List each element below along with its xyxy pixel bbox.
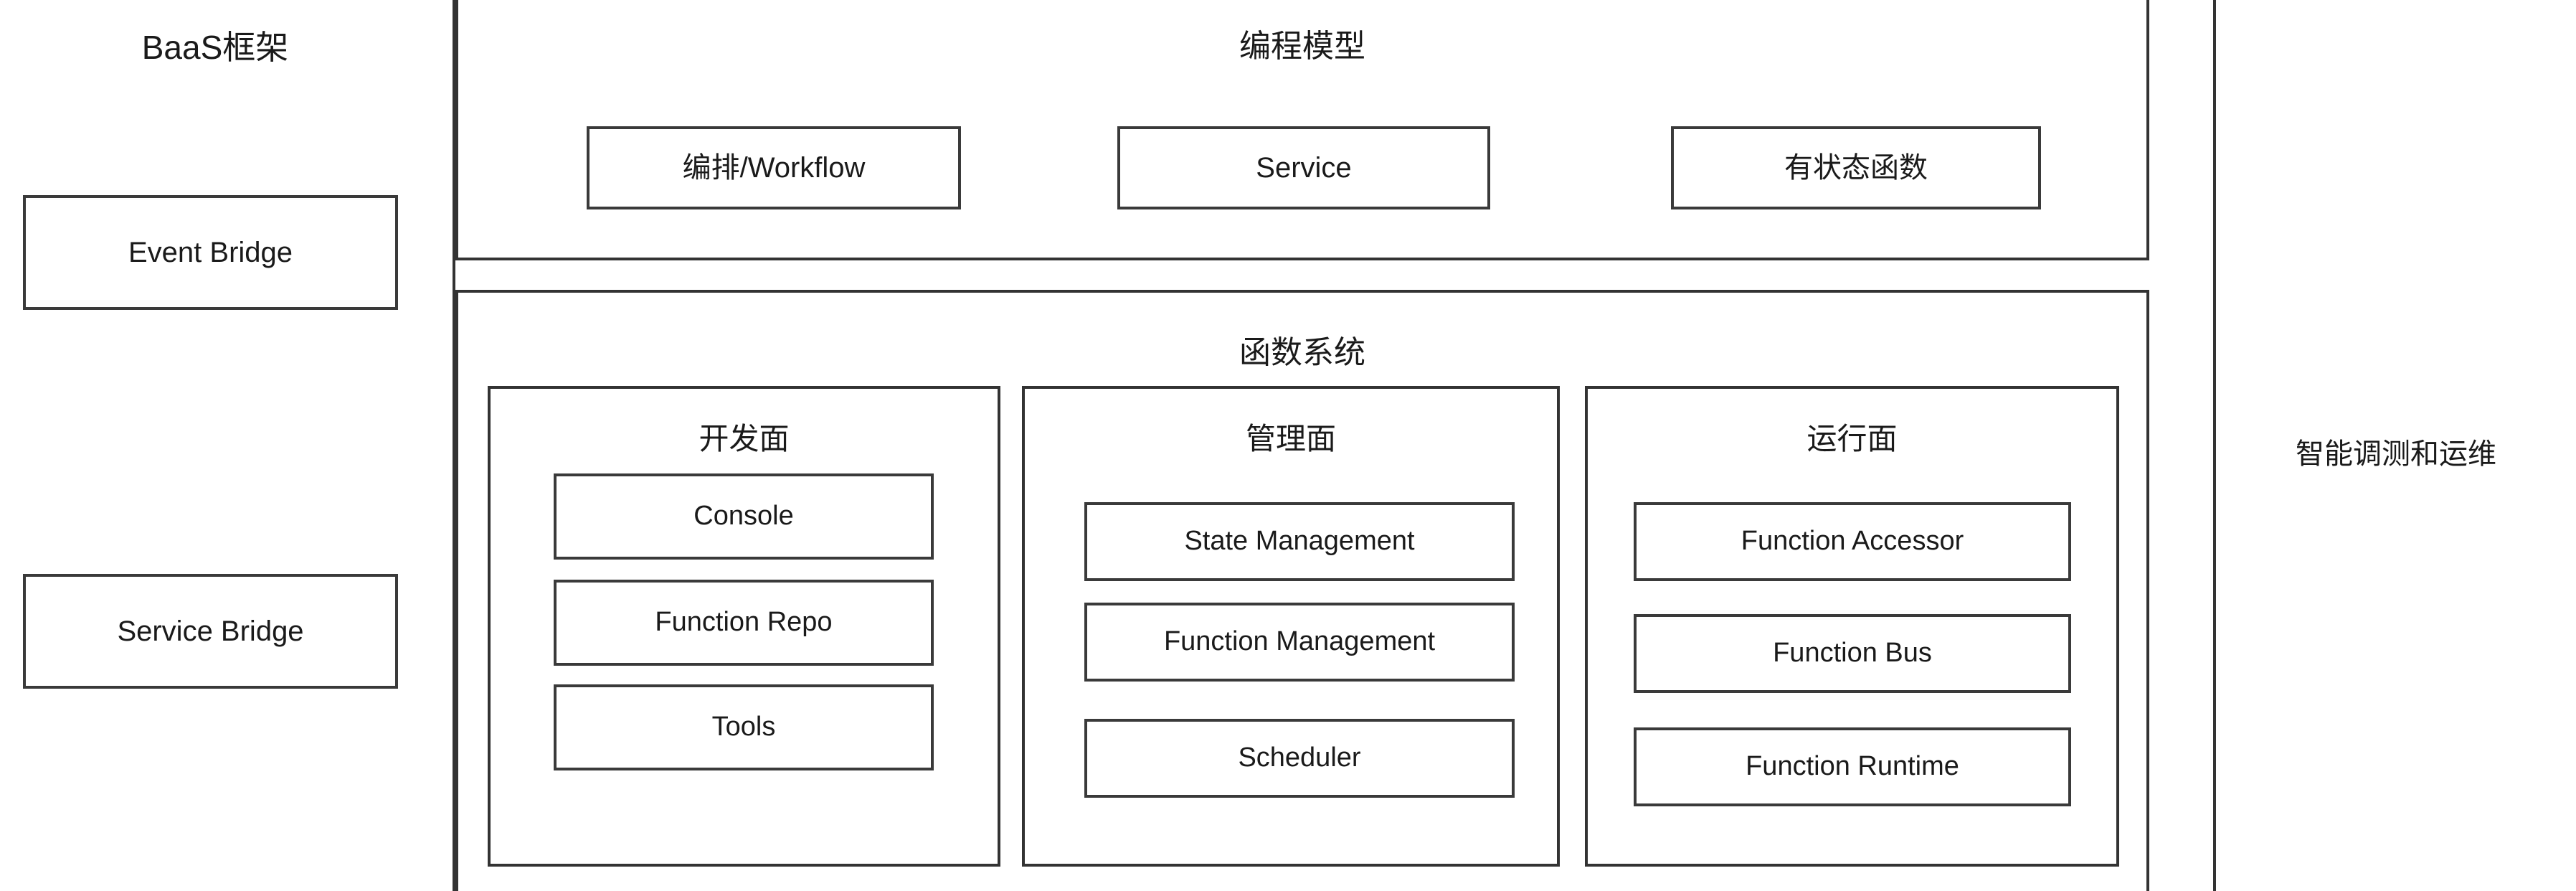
node-function-bus-label: Function Bus <box>1773 638 1932 669</box>
node-function-repo[interactable]: Function Repo <box>554 580 934 666</box>
baas-framework-panel <box>0 0 455 891</box>
node-state-management-label: State Management <box>1184 526 1415 557</box>
node-function-runtime-label: Function Runtime <box>1746 751 1959 782</box>
node-function-runtime[interactable]: Function Runtime <box>1634 727 2071 806</box>
node-scheduler[interactable]: Scheduler <box>1084 719 1515 798</box>
plane-runtime-title: 运行面 <box>1806 422 1898 456</box>
function-system-title: 函数系统 <box>1239 335 1365 370</box>
node-state-management[interactable]: State Management <box>1084 502 1515 581</box>
node-service[interactable]: Service <box>1117 126 1490 209</box>
node-console[interactable]: Console <box>554 473 934 560</box>
node-function-accessor-label: Function Accessor <box>1741 526 1964 557</box>
node-function-bus[interactable]: Function Bus <box>1634 614 2071 693</box>
intelligent-ops-title: 智能调测和运维 <box>2296 438 2496 470</box>
node-service-bridge-label: Service Bridge <box>117 616 304 647</box>
plane-management-title: 管理面 <box>1245 422 1336 456</box>
node-orchestration-workflow[interactable]: 编排/Workflow <box>587 126 961 209</box>
node-orchestration-workflow-label: 编排/Workflow <box>682 152 866 184</box>
plane-development-title: 开发面 <box>699 422 790 456</box>
programming-model-title: 编程模型 <box>1239 29 1365 64</box>
baas-framework-title: BaaS框架 <box>141 29 289 66</box>
node-service-bridge[interactable]: Service Bridge <box>23 574 398 689</box>
intelligent-ops-panel <box>2213 0 2576 891</box>
node-scheduler-label: Scheduler <box>1238 742 1361 773</box>
node-event-bridge[interactable]: Event Bridge <box>23 195 398 310</box>
node-stateful-function-label: 有状态函数 <box>1784 152 1928 184</box>
node-function-management[interactable]: Function Management <box>1084 603 1515 682</box>
node-function-management-label: Function Management <box>1163 626 1436 657</box>
node-console-label: Console <box>693 501 794 532</box>
node-function-accessor[interactable]: Function Accessor <box>1634 502 2071 581</box>
node-event-bridge-label: Event Bridge <box>128 237 293 268</box>
node-tools-label: Tools <box>711 712 776 742</box>
node-stateful-function[interactable]: 有状态函数 <box>1671 126 2041 209</box>
node-service-label: Service <box>1256 152 1352 184</box>
node-function-repo-label: Function Repo <box>655 607 833 638</box>
node-tools[interactable]: Tools <box>554 684 934 770</box>
